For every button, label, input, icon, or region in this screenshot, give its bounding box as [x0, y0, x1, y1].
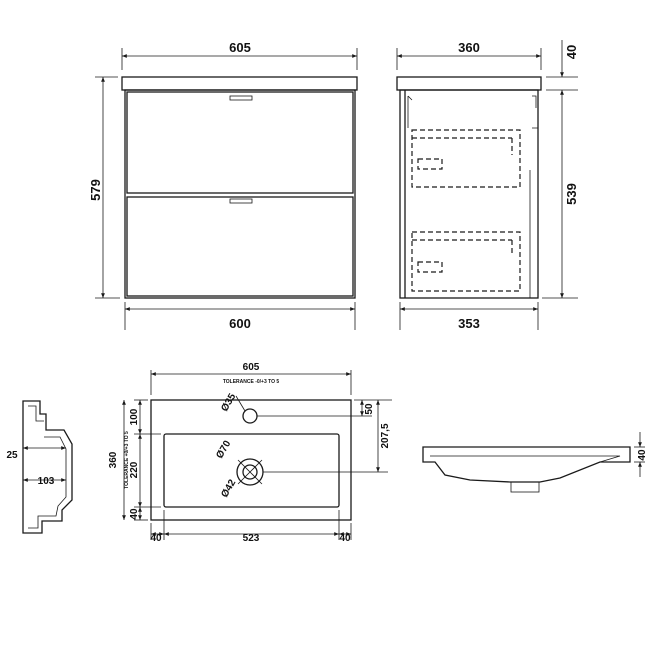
- side-drawer-lower: [411, 231, 521, 292]
- front-drawer-upper: [126, 91, 354, 194]
- dim-section-height: 25: [6, 450, 18, 461]
- tap-hole-diameter: Ø35: [219, 391, 238, 413]
- dim-plan-width: 605: [243, 362, 260, 373]
- waste-inner: [242, 464, 258, 480]
- side-worktop: [396, 76, 542, 91]
- side-drawer-upper: [411, 129, 521, 188]
- basin-section-profile: [22, 400, 73, 534]
- dim-front-height: 579: [88, 179, 103, 201]
- dim-front-bottom-width: 600: [229, 316, 251, 331]
- dim-tap-offset: 50: [364, 403, 375, 415]
- dim-side-bottom-depth: 353: [458, 316, 480, 331]
- dim-bowl-depth: 220: [129, 461, 140, 478]
- dim-side-body-height: 539: [564, 183, 579, 205]
- dim-left-margin: 40: [150, 533, 162, 544]
- side-cabinet: [399, 89, 539, 299]
- dim-plan-depth: 360: [108, 451, 119, 468]
- dim-basin-thickness: 40: [637, 449, 648, 461]
- drawer-handle-upper: [229, 95, 253, 101]
- basin-bowl: [163, 433, 340, 508]
- dim-side-top-thickness: 40: [564, 45, 579, 59]
- basin-section: 25 103: [6, 400, 73, 534]
- waste-outer-diameter: Ø70: [214, 438, 233, 460]
- front-view: 605 600 579: [88, 40, 358, 331]
- dim-section-width: 103: [38, 476, 55, 487]
- dim-bowl-width: 523: [243, 533, 260, 544]
- basin-side-waste: [510, 481, 540, 493]
- dim-plan-depth-tolerance: TOLERANCE +0/+3 TO 5: [124, 431, 130, 489]
- basin-side: 40: [422, 432, 648, 493]
- dim-plan-width-tolerance: TOLERANCE -0/+3 TO 5: [223, 379, 280, 385]
- front-cabinet: [124, 89, 356, 299]
- side-view: 360 353 40 539: [396, 40, 579, 331]
- dim-rear-margin: 100: [129, 408, 140, 425]
- tap-hole: [242, 408, 258, 424]
- dim-waste-offset: 207,5: [380, 423, 391, 448]
- drawer-handle-lower: [229, 198, 253, 204]
- front-worktop: [121, 76, 358, 91]
- dim-side-top-depth: 360: [458, 40, 480, 55]
- basin-outer: [150, 399, 352, 521]
- dim-right-margin: 40: [339, 533, 351, 544]
- dim-front-top-width: 605: [229, 40, 251, 55]
- basin-side-profile: [422, 446, 631, 483]
- basin-plan: 605 TOLERANCE -0/+3 TO 5 Ø35 Ø70 Ø42 50 …: [108, 362, 392, 544]
- front-drawer-lower: [126, 196, 354, 297]
- waste-inner-diameter: Ø42: [219, 477, 238, 499]
- dim-front-margin: 40: [129, 508, 140, 520]
